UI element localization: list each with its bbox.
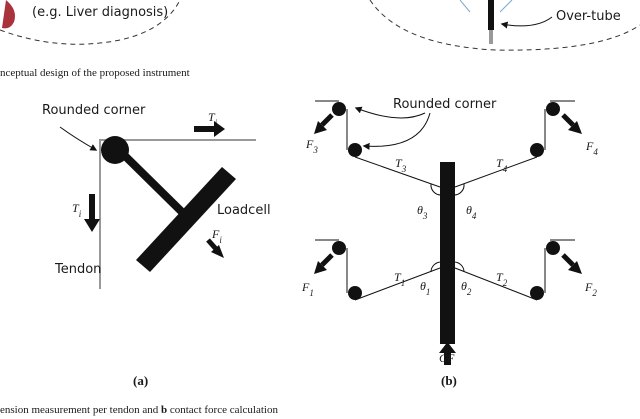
pulley-top-left-2 [348,143,362,157]
pulley-top-left-1 [332,102,346,116]
rounded-corner-pointer-2 [362,112,431,150]
theta3-arc [430,183,442,196]
panel-b: Rounded corner F3 F4 F1 F2 T3 T4 T1 T2 θ… [301,97,598,388]
pulley-top-right-1 [546,102,560,116]
top-right-bubble: Over-tube [369,0,640,51]
t1-label: T1 [394,270,405,288]
loadcell-arm [119,150,187,217]
f2-arrow [568,261,582,274]
f3-label: F3 [305,137,318,155]
figure-caption: ension measurement per tendon and b cont… [0,404,278,416]
loadcell-bar [136,167,236,272]
f2-label: F2 [584,280,597,298]
instrument-shaft [440,162,455,344]
ti-down-arrow [84,194,100,232]
theta2-label: θ2 [461,279,472,297]
panel-a-label: (a) [133,373,148,388]
theta2-arc [453,261,465,273]
t4-label: T4 [496,156,508,174]
fi-arrow [211,245,224,258]
over-tube-label: Over-tube [556,9,621,24]
pulley-bottom-right-1 [546,241,560,255]
pulley-bottom-left-2 [348,286,362,300]
over-tube-arrow [500,16,553,29]
theta1-label: θ1 [420,279,430,297]
t3-label: T3 [395,156,407,174]
rounded-corner-pointer [59,126,98,151]
top-left-bubble: (e.g. Liver diagnosis) [0,0,181,45]
theta4-arc [453,183,465,196]
bubble-example-text: (e.g. Liver diagnosis) [32,5,168,20]
theta1-arc [430,261,442,273]
rounded-corner-label-b: Rounded corner [393,97,497,112]
panel-b-label: (b) [441,373,457,388]
pulley-bottom-right-2 [530,286,544,300]
ti-top-arrow [194,121,225,137]
rounded-corner-pointer-1 [354,106,426,119]
pulley-top-right-2 [530,143,544,157]
pulley-bottom-left-1 [332,241,346,255]
f1-arrow [314,261,327,274]
liver-organ-shape [2,0,15,29]
over-tube-shape [488,0,494,30]
f3-arrow [314,121,327,134]
tendon-label: Tendon [54,262,101,277]
rounded-corner-label: Rounded corner [42,103,146,118]
theta4-label: θ4 [466,203,477,221]
cf-label: CF [439,351,455,365]
f4-arrow [568,121,582,134]
cf-arrow [439,342,456,365]
top-caption: nceptual design of the proposed instrume… [0,67,190,79]
ti-left-label: Ti [72,201,82,219]
theta3-label: θ3 [417,203,428,221]
loadcell-label: Loadcell [217,203,271,218]
panel-a: Rounded corner Ti Ti Fi Loadcell Tendon … [42,103,271,388]
rounded-corner-pulley [101,136,129,164]
fi-label: Fi [211,227,222,245]
f1-label: F1 [301,280,314,298]
tendon-path [99,139,256,289]
t2-label: T2 [496,270,508,288]
f4-label: F4 [585,139,598,157]
